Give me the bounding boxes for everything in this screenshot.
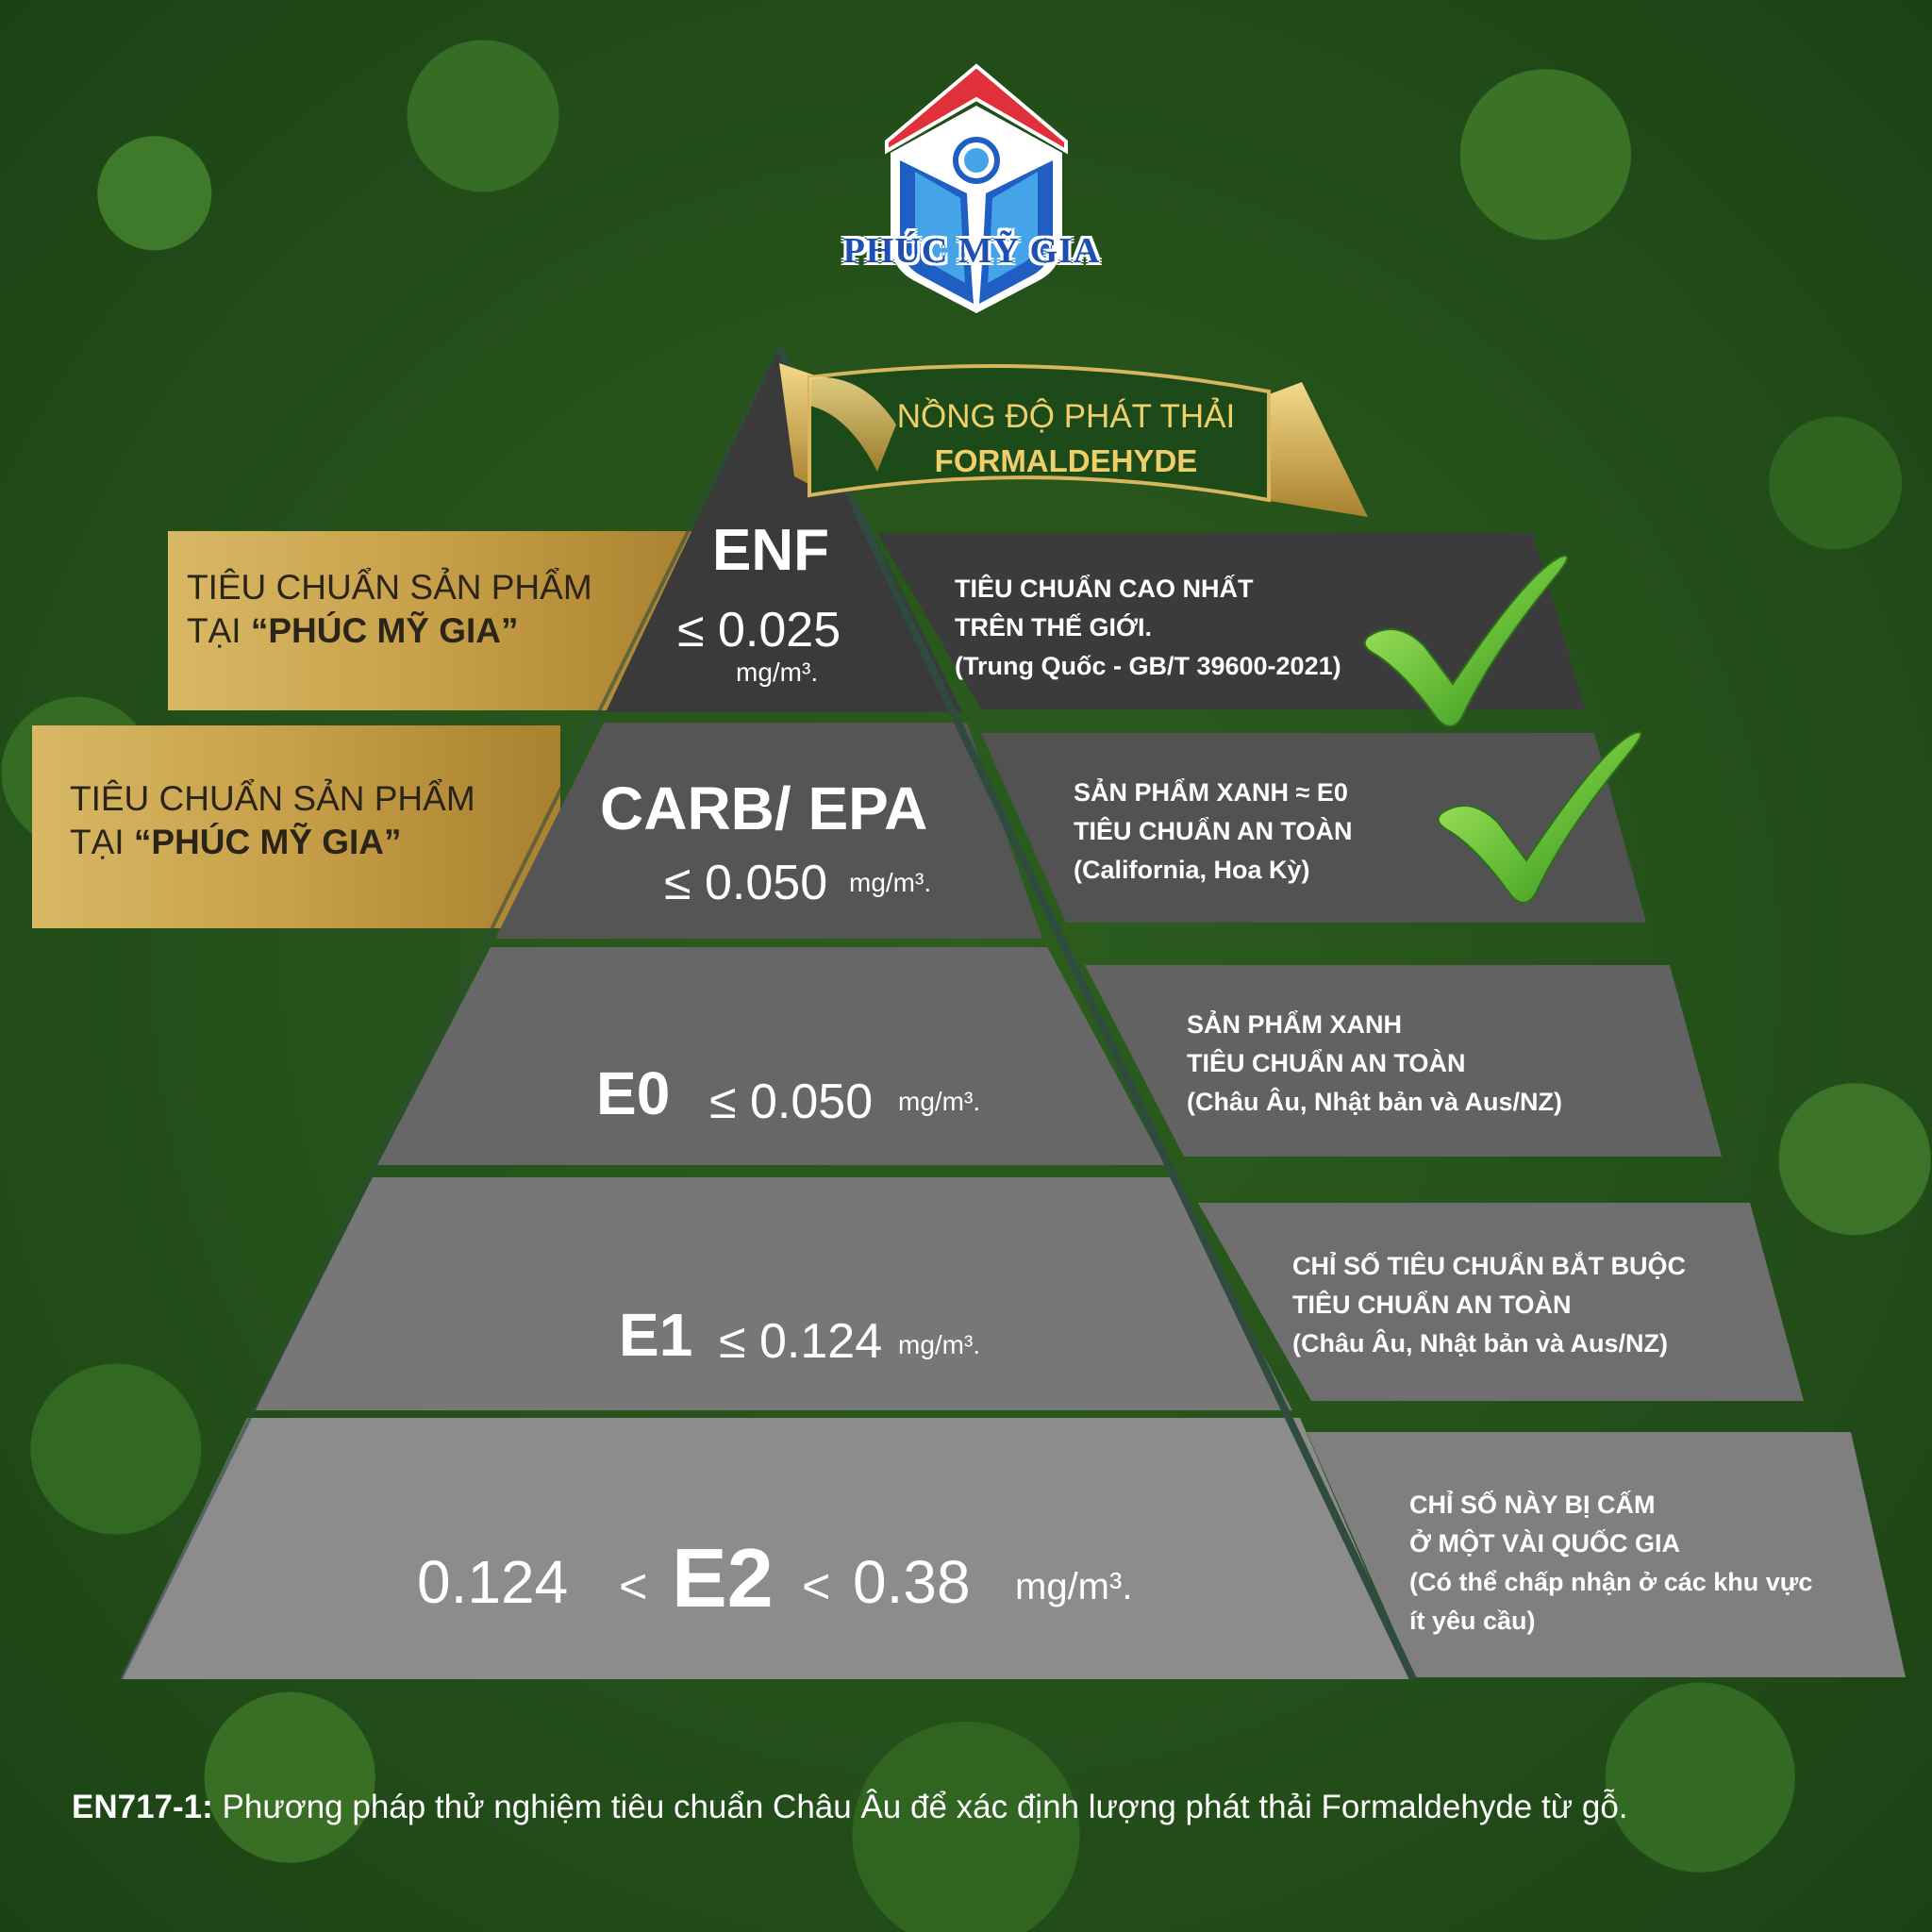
desc-line: SẢN PHẨM XANH ≈ E0 (1074, 778, 1348, 807)
pyramid-left-edge (119, 346, 781, 1680)
desc-line: TIÊU CHUẨN AN TOÀN (1074, 817, 1353, 845)
level-unit-e2: mg/m³. (1015, 1566, 1133, 1607)
pyramid-right-edge (775, 345, 1417, 1681)
desc-line: ít yêu cầu) (1409, 1607, 1536, 1635)
pyramid-tier-4 (255, 1177, 1292, 1410)
level-desc-enf: TIÊU CHUẨN CAO NHẤT TRÊN THẾ GIỚI. (Trun… (955, 570, 1341, 686)
level-name-e2: E2 (672, 1531, 774, 1624)
desc-line: (Có thể chấp nhận ở các khu vực (1409, 1568, 1813, 1596)
gold-label-line2: TẠI “PHÚC MỸ GIA” (70, 821, 475, 864)
pyramid-tier-5 (121, 1418, 1413, 1679)
level-unit-e1: mg/m³. (898, 1330, 981, 1359)
footer-note: EN717-1: Phương pháp thử nghiệm tiêu chu… (72, 1789, 1628, 1826)
footer-text: Phương pháp thử nghiệm tiêu chuẩn Châu Â… (212, 1789, 1628, 1825)
level-desc-e2: CHỈ SỐ NÀY BỊ CẤM Ở MỘT VÀI QUỐC GIA (Có… (1409, 1486, 1812, 1641)
desc-line: (California, Hoa Kỳ) (1074, 856, 1310, 884)
desc-line: (Trung Quốc - GB/T 39600-2021) (955, 652, 1341, 680)
gold-label-line2: TẠI “PHÚC MỸ GIA” (187, 609, 592, 653)
desc-band-3 (1085, 965, 1722, 1157)
gold-label-line1: TIÊU CHUẨN SẢN PHẨM (187, 568, 592, 607)
gold-label-1: TIÊU CHUẨN SẢN PHẨM TẠI “PHÚC MỸ GIA” (187, 566, 592, 653)
level-lt-1: < (619, 1559, 648, 1614)
level-unit-e0: mg/m³. (898, 1087, 981, 1116)
level-desc-carb-epa: SẢN PHẨM XANH ≈ E0 TIÊU CHUẨN AN TOÀN (C… (1074, 774, 1353, 890)
desc-line: Ở MỘT VÀI QUỐC GIA (1409, 1529, 1681, 1557)
level-desc-e0: SẢN PHẨM XANH TIÊU CHUẨN AN TOÀN (Châu Â… (1187, 1006, 1562, 1122)
level-value-high-e2: 0.38 (853, 1548, 971, 1616)
desc-band-2 (981, 733, 1646, 923)
level-value-carb-epa: ≤ 0.050 (664, 856, 828, 910)
gold-label-prefix: TẠI (70, 823, 134, 861)
desc-band-4 (1198, 1203, 1804, 1401)
logo-icon (885, 63, 1068, 313)
pyramid-tier-2 (495, 723, 1042, 939)
ribbon-subtitle: FORMALDEHYDE (934, 443, 1198, 478)
desc-line: CHỈ SỐ TIÊU CHUẨN BẮT BUỘC (1292, 1252, 1686, 1280)
gold-label-2: TIÊU CHUẨN SẢN PHẨM TẠI “PHÚC MỸ GIA” (70, 777, 475, 864)
level-name-e0: E0 (596, 1059, 671, 1127)
level-unit-carb-epa: mg/m³. (849, 868, 932, 897)
level-value-enf: ≤ 0.025 (677, 603, 841, 658)
brand-name: PHÚC MỸ GIA (842, 231, 1101, 271)
gold-label-brand: “PHÚC MỸ GIA” (250, 611, 519, 650)
pyramid-tier-1 (606, 347, 962, 712)
desc-line: (Châu Âu, Nhật bản và Aus/NZ) (1187, 1088, 1563, 1116)
gold-label-line1: TIÊU CHUẨN SẢN PHẨM (70, 779, 475, 818)
level-value-low-e2: 0.124 (417, 1548, 569, 1616)
level-value-e1: ≤ 0.124 (719, 1314, 883, 1369)
ribbon-banner (779, 363, 1368, 517)
footer-standard: EN717-1: (72, 1789, 213, 1825)
level-name-enf: ENF (712, 518, 829, 583)
desc-band-5 (1307, 1432, 1906, 1677)
check-icon (1437, 731, 1642, 904)
level-lt-2: < (802, 1559, 831, 1614)
level-unit-enf: mg/m³. (736, 658, 819, 687)
desc-line: TRÊN THẾ GIỚI. (955, 613, 1153, 641)
gold-label-prefix: TẠI (187, 611, 251, 650)
gold-label-brand: “PHÚC MỸ GIA” (133, 823, 402, 861)
pyramid-tier-3 (377, 947, 1165, 1165)
gold-label-bg-2 (32, 725, 560, 928)
level-desc-e1: CHỈ SỐ TIÊU CHUẨN BẮT BUỘC TIÊU CHUẨN AN… (1292, 1247, 1686, 1363)
level-name-carb-epa: CARB/ EPA (600, 774, 928, 842)
level-name-e1: E1 (619, 1301, 693, 1369)
desc-line: TIÊU CHUẨN CAO NHẤT (955, 575, 1254, 603)
desc-line: TIÊU CHUẨN AN TOÀN (1187, 1049, 1466, 1077)
check-icon (1363, 555, 1569, 727)
desc-line: (Châu Âu, Nhật bản và Aus/NZ) (1292, 1329, 1669, 1357)
desc-line: TIÊU CHUẨN AN TOÀN (1292, 1291, 1572, 1319)
ribbon-title: NỒNG ĐỘ PHÁT THẢI (896, 398, 1236, 435)
level-value-e0: ≤ 0.050 (709, 1074, 874, 1129)
desc-line: SẢN PHẨM XANH (1187, 1010, 1403, 1039)
desc-line: CHỈ SỐ NÀY BỊ CẤM (1409, 1491, 1656, 1519)
